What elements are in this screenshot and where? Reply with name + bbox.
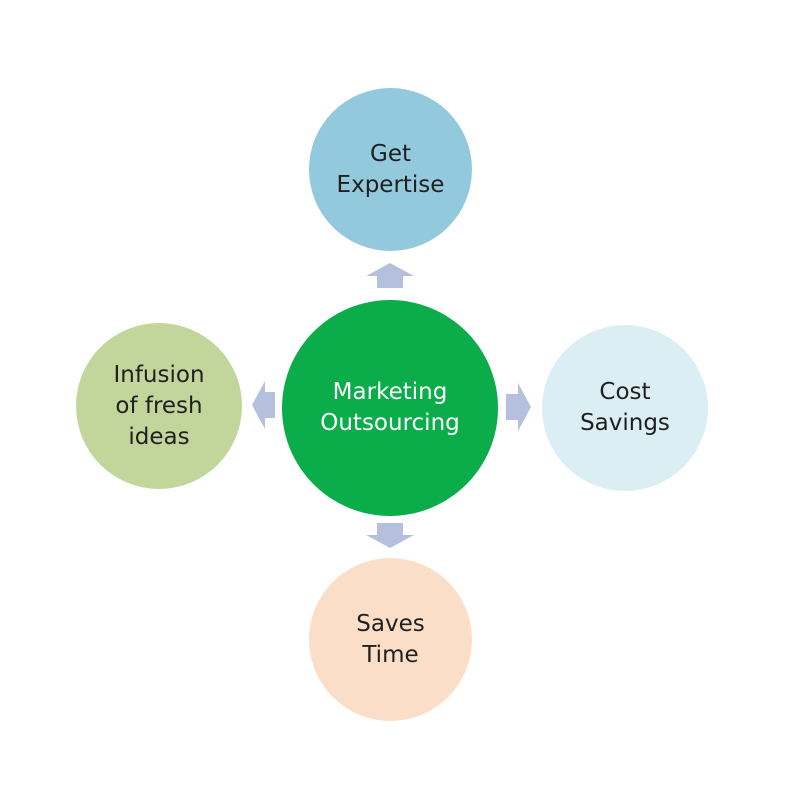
outcome-label-line: Infusion <box>113 361 205 388</box>
center-node-label: Marketing Outsourcing <box>320 377 460 439</box>
center-node-marketing-outsourcing: Marketing Outsourcing <box>282 300 498 516</box>
outcome-node-label: Cost Savings <box>580 377 670 439</box>
outcome-label-line: Time <box>362 641 419 668</box>
outcome-label-line: Cost <box>599 379 651 405</box>
arrow-left <box>252 381 275 429</box>
outcome-label-line: Saves <box>356 610 425 637</box>
arrow-right <box>506 383 531 431</box>
outcome-label-line: of fresh <box>115 392 203 419</box>
arrow-down <box>366 523 414 548</box>
outcome-label-line: ideas <box>128 423 190 450</box>
outcome-node-cost-savings: Cost Savings <box>542 325 708 491</box>
outcome-node-label: Saves Time <box>356 609 424 671</box>
center-label-line: Marketing <box>332 379 448 405</box>
outcome-node-get-expertise: Get Expertise <box>309 88 472 251</box>
arrow-up <box>366 263 414 288</box>
center-label-line: Outsourcing <box>320 410 460 436</box>
outcome-label-line: Savings <box>580 410 670 436</box>
outcome-label-line: Expertise <box>336 171 445 198</box>
outcome-node-label: Infusion of fresh ideas <box>113 360 204 453</box>
outcome-node-infusion-of-fresh-ideas: Infusion of fresh ideas <box>76 323 242 489</box>
outcome-node-saves-time: Saves Time <box>309 558 472 721</box>
outcome-label-line: Get <box>370 140 411 167</box>
outcome-node-label: Get Expertise <box>337 139 445 201</box>
